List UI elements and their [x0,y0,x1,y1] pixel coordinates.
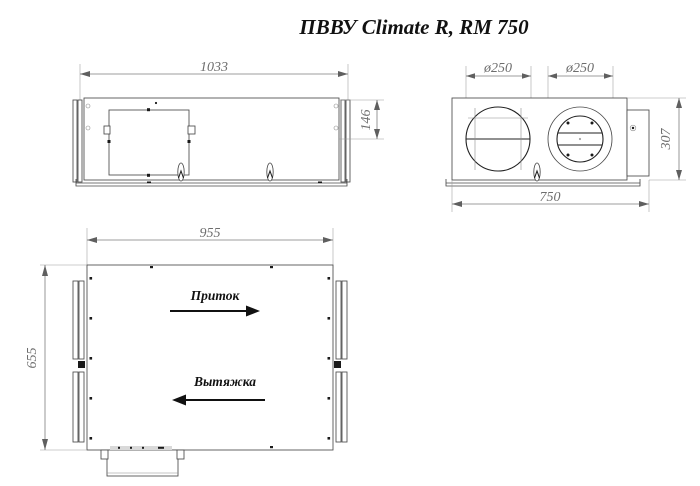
connector-box-lip [110,446,172,450]
dim-arrow-left-d250a [466,73,475,79]
flow-label-exhaust: Вытяжка [193,374,256,389]
dim-arrow-left-955 [87,237,97,243]
dim-label-307: 307 [659,128,674,151]
side-elevation-view: ø250 ø250 [445,61,686,212]
panel-latch-right [187,125,196,135]
front-right-flange-inner [340,99,346,183]
flow-arrow-exhaust-head [172,394,186,406]
front-drain-fitting-2 [266,162,274,182]
front-base-plinth [75,179,348,187]
dim-label-d250-left: ø250 [483,61,512,76]
flow-arrow-supply-head [246,305,260,317]
front-elevation-view: 1033 [72,60,384,187]
flow-label-supply: Приток [190,288,241,303]
front-body-bolt-tl [85,103,91,109]
plan-right-flange-top-inner [335,280,342,360]
plan-bolt-r3 [327,357,331,360]
duct-bolt-br [590,153,594,157]
connector-box-tab-left [100,449,109,460]
dim-label-146: 146 [359,110,374,131]
dim-label-955: 955 [200,226,221,241]
plan-bolt-l1 [89,277,93,280]
plan-left-flange-top-outer [72,280,79,360]
front-base-tick-2 [318,181,322,184]
side-drain-fitting [533,162,541,182]
front-drain-fitting-1 [177,162,185,182]
dim-arrow-right-d250a [522,73,531,79]
front-base-tick-1 [147,181,151,184]
duct-bolt-tl [566,121,570,125]
plan-bolt-l5 [89,437,93,440]
plan-bolt-l3 [89,357,93,360]
connector-box-tab-right [176,449,185,460]
drawing-title: ПВВУ Climate R, RM 750 [298,15,529,39]
plan-bolt-r4 [327,397,331,400]
dim-arrow-bottom-146 [374,129,380,139]
panel-marker-dot [154,101,158,105]
dim-arrow-bottom-307 [676,170,682,180]
control-box-knob-dot [631,126,635,130]
duct-bolt-bl [566,153,570,157]
plan-body-outline [86,264,334,451]
dim-arrow-right-1033 [338,71,348,77]
dim-arrow-bottom-655 [42,439,48,450]
connector-screw-1 [118,446,120,449]
dim-label-1033: 1033 [200,60,228,75]
front-access-panel [108,109,190,176]
dim-arrow-left-d250b [548,73,557,79]
plan-bolt-t2 [270,266,273,269]
dim-label-d250-right: ø250 [565,61,594,76]
plan-bolt-r5 [327,437,331,440]
plan-bolt-b2 [270,446,273,449]
side-control-box [626,109,650,177]
flow-exhaust: Вытяжка [172,374,265,406]
front-body-bolt-mr [333,125,339,131]
dim-label-655: 655 [25,348,40,369]
dim-arrow-right-955 [323,237,333,243]
plan-left-flange-bottom-inner [78,371,85,443]
plan-view: 955 [25,226,348,477]
flow-supply: Приток [170,288,260,317]
front-left-flange-outer [72,99,78,183]
plan-bolt-t1 [150,266,153,269]
panel-screw-left [107,140,111,143]
dim-arrow-right-d250b [604,73,613,79]
side-duct-port-left [465,106,531,172]
plan-right-flange-top-outer [341,280,348,360]
panel-screw-top [147,108,150,112]
plan-left-connector [78,361,85,368]
plan-right-connector [334,361,341,368]
duct-centre-mark [578,137,582,141]
dim-arrow-left-750 [452,201,462,207]
plan-right-flange-bottom-outer [341,371,348,443]
dim-arrow-top-307 [676,98,682,108]
connector-screw-3 [142,446,144,449]
dim-arrow-right-750 [639,201,649,207]
plan-bolt-r1 [327,277,331,280]
dim-arrow-top-146 [374,100,380,110]
dim-arrow-top-655 [42,265,48,276]
front-left-flange-inner [77,99,83,183]
dim-label-750: 750 [540,190,561,205]
plan-bottom-connector-box [100,446,185,477]
plan-right-flange-bottom-inner [335,371,342,443]
panel-screw-right [187,140,191,143]
panel-screw-bottom [147,173,150,177]
plan-left-flange-top-inner [78,280,85,360]
panel-latch-left [103,125,111,135]
front-right-flange-outer [345,99,351,183]
front-body-bolt-ml [85,125,91,131]
connector-screw-2 [130,446,132,449]
dim-arrow-left-1033 [80,71,90,77]
front-body-bolt-tr [333,103,339,109]
plan-bolt-l4 [89,397,93,400]
plan-left-flange-bottom-outer [72,371,79,443]
side-duct-port-right [547,106,613,172]
connector-screw-4 [158,446,164,449]
side-base-plinth [445,179,641,187]
plan-bolt-r2 [327,317,331,320]
duct-bolt-tr [590,121,594,125]
plan-bolt-l2 [89,317,93,320]
